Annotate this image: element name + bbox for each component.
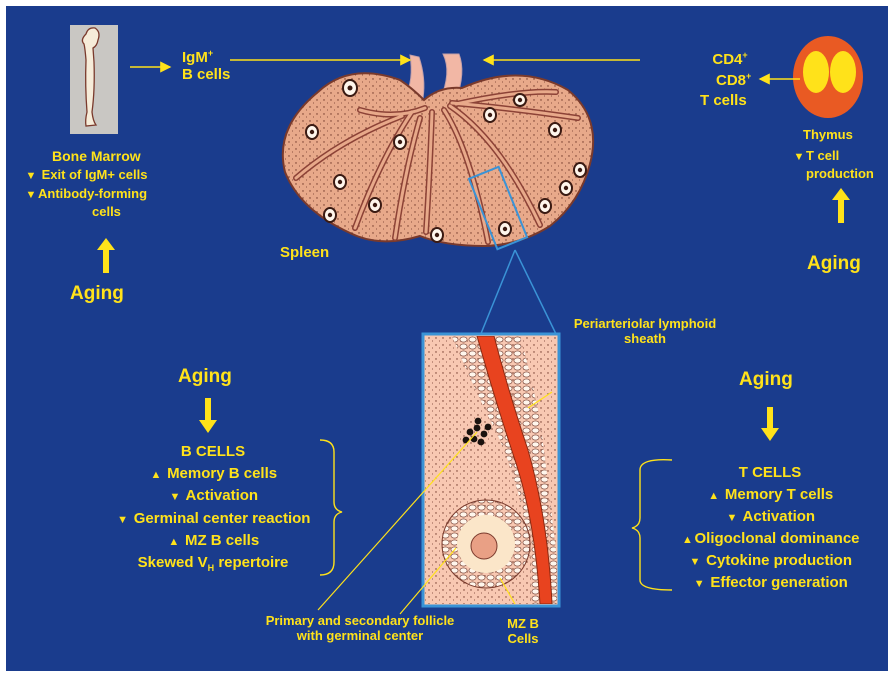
b-cells-title: B CELLS — [68, 443, 358, 460]
t-cells-item-memory: ▲ Memory T cells — [660, 486, 880, 503]
bone-marrow-aging-label: Aging — [70, 283, 124, 305]
b-cells-item-skewed: Skewed VH repertoire — [68, 554, 358, 573]
bone-marrow-label: Bone Marrow — [52, 148, 141, 164]
b-cells-item-activation: ▼ Activation — [68, 487, 358, 504]
bone-marrow-effect-2: ▼Antibody-forming — [24, 187, 147, 202]
bone-marrow-icon — [70, 25, 118, 134]
igm-b-cells-label: IgM+ B cells — [182, 48, 230, 84]
cd8-label: CD8+ — [716, 71, 751, 89]
t-cells-aging-label: Aging — [739, 369, 793, 391]
t-cells-item-oligoclonal: ▲Oligoclonal dominance — [660, 530, 880, 547]
t-cells-item-activation: ▼ Activation — [660, 508, 880, 525]
b-cells-aging-label: Aging — [178, 366, 232, 388]
b-cells-item-germinal: ▼ Germinal center reaction — [68, 510, 358, 527]
b-cells-item-memory: ▲ Memory B cells — [68, 465, 358, 482]
thymus-effect-1: ▼T cell — [792, 149, 839, 164]
t-cells-item-cytokine: ▼ Cytokine production — [660, 552, 880, 569]
thymus-label: Thymus — [803, 128, 853, 143]
t-cells-input-label: T cells — [700, 92, 747, 109]
bone-marrow-effect-1: ▼ Exit of IgM+ cells — [24, 168, 147, 183]
spleen-illustration — [283, 54, 593, 246]
cd4-label: CD4+ — [700, 50, 760, 68]
thymus-icon — [793, 36, 863, 118]
t-cells-item-effector: ▼ Effector generation — [660, 574, 880, 591]
thymus-aging-label: Aging — [807, 253, 861, 275]
b-cells-item-mz: ▲ MZ B cells — [68, 532, 358, 549]
spleen-label: Spleen — [280, 244, 329, 261]
bone-marrow-effect-2-cont: cells — [92, 205, 121, 220]
thymus-effect-1-cont: production — [806, 167, 874, 182]
t-cells-title: T CELLS — [660, 464, 880, 481]
